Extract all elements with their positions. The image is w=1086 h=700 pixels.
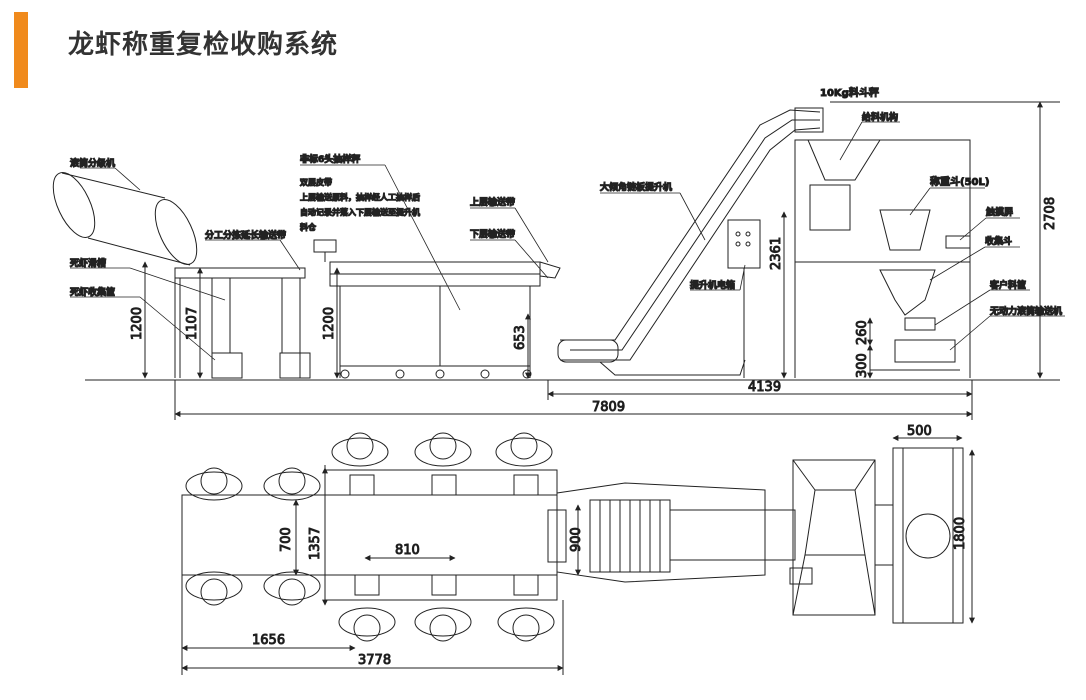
label-customer-basket: 客户料筐: [989, 279, 1026, 291]
side-horizontal-dimensions: [174, 380, 973, 420]
operator-10: [497, 607, 555, 642]
operator-8: [338, 607, 396, 642]
hopper-scale-tower: [794, 139, 971, 378]
label-dead-chute: 死虾滑槽: [69, 257, 106, 269]
title-accent-bar: [14, 12, 28, 88]
operator-5: [495, 432, 553, 467]
operator-3: [331, 432, 389, 467]
manual-sorting-conveyor: [174, 267, 311, 379]
label-dead-box: 死虾收集筐: [69, 286, 115, 298]
label-hopper-scale: 10Kg料斗秤: [820, 86, 879, 99]
dim-1107: 1107: [185, 307, 200, 340]
page-title: 龙虾称重复检收购系统: [68, 30, 339, 60]
top-elevator: [547, 482, 813, 585]
label-manual-conveyor: 分工分拣延长输送带: [205, 229, 286, 241]
operator-7: [263, 571, 321, 606]
label-drum-sorter: 滚筒分级机: [70, 157, 115, 169]
dim-2361: 2361: [769, 237, 784, 270]
dim-2708: 2708: [1043, 197, 1058, 230]
top-dimensions: [181, 435, 975, 675]
dim-500: 500: [907, 424, 932, 439]
label-weigher-6head: 非标6头抽样秤: [300, 153, 360, 165]
top-conveyor: [181, 465, 558, 605]
dim-1357: 1357: [308, 527, 323, 560]
label-elevator-box: 提升机电箱: [690, 279, 735, 291]
dim-3778: 3778: [358, 653, 391, 668]
side-leader-lines: [70, 121, 1065, 361]
operator-1: [185, 467, 243, 501]
operator-9: [414, 607, 472, 642]
side-view: 滚筒分级机 分工分拣延长输送带 死虾滑槽 死虾收集筐 非标6头抽样秤 双层皮带 …: [52, 86, 1065, 420]
sampling-bins: [349, 474, 539, 596]
operator-2: [263, 467, 321, 501]
dim-260: 260: [855, 320, 870, 345]
top-view: 700 1357 810 900 500 1800 1656 3778: [181, 424, 975, 675]
dim-1656: 1656: [252, 633, 285, 648]
dim-700: 700: [279, 527, 294, 552]
dim-1200-mid: 1200: [322, 307, 337, 340]
dim-1800: 1800: [953, 517, 968, 550]
weigher-note-3: 自动记录并落入下层输送至提升机: [300, 207, 420, 217]
operator-4: [414, 432, 472, 467]
weigher-note-1: 双层皮带: [300, 177, 332, 187]
drum-sorter: [52, 172, 198, 266]
label-feeder: 给料机构: [862, 111, 898, 123]
dim-653: 653: [513, 325, 528, 350]
label-roller-conveyor: 无动力滚筒输送机: [989, 305, 1062, 317]
weigher-note-2: 上层输送原料，抽样经人工抽样后: [300, 192, 420, 202]
label-collect-hopper: 收集斗: [985, 235, 1012, 247]
top-roller-conveyor: [875, 447, 964, 624]
operator-stations: [185, 432, 555, 642]
label-upper-belt: 上层输送带: [470, 196, 515, 208]
six-head-weigher: [313, 239, 561, 379]
dim-7809: 7809: [592, 400, 625, 415]
label-elevator: 大倾角链板提升机: [600, 181, 672, 193]
label-display: 触摸屏: [985, 206, 1013, 218]
dim-810: 810: [395, 543, 420, 558]
operator-6: [185, 571, 243, 606]
top-weigh-tower: [792, 459, 876, 616]
label-weigh-hopper: 称重斗(50L): [930, 175, 989, 188]
incline-elevator: [557, 107, 824, 378]
side-vertical-dimensions: [142, 101, 1060, 379]
dim-4139: 4139: [748, 380, 781, 395]
label-lower-belt: 下层输送带: [470, 228, 515, 240]
dim-1200-left: 1200: [130, 307, 145, 340]
dim-900: 900: [569, 527, 584, 552]
weigher-note-4: 料仓: [300, 222, 317, 232]
dim-300: 300: [855, 353, 870, 378]
